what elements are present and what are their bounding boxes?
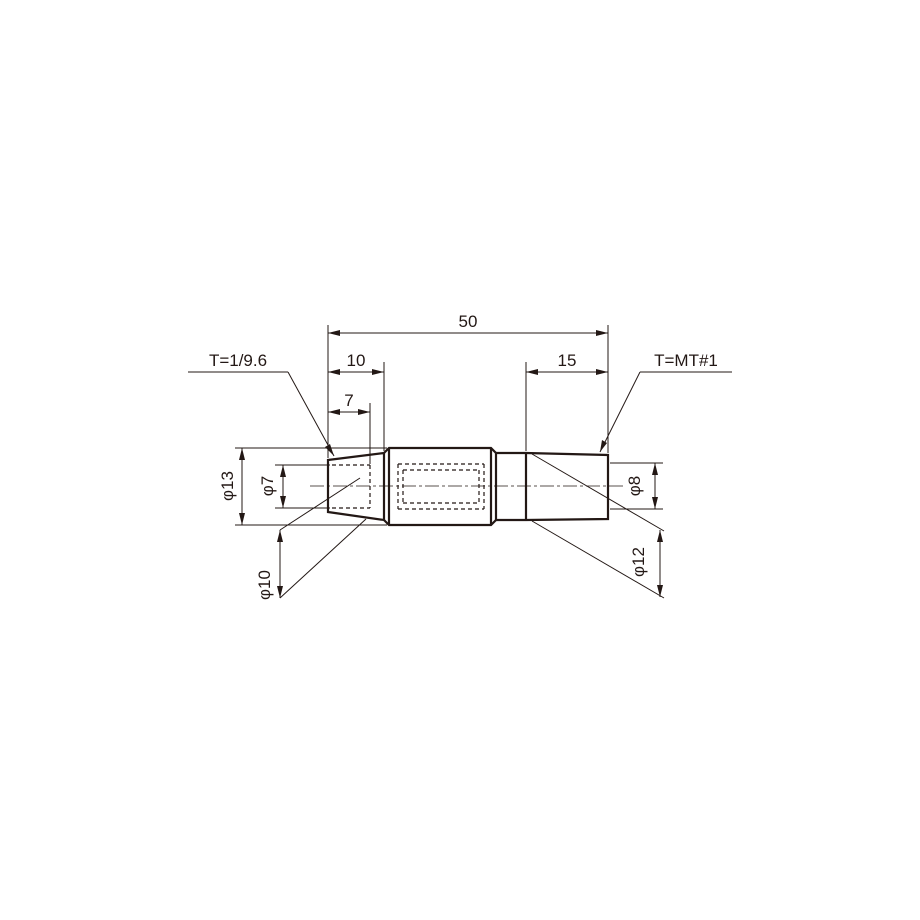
extension-lines (235, 325, 663, 526)
dimension-lines (239, 330, 665, 599)
dim-diameter-10: φ10 (255, 570, 274, 600)
note-right-taper: T=MT#1 (654, 351, 718, 370)
dim-right-taper-length: 15 (558, 351, 577, 370)
hidden-lines (332, 463, 485, 510)
dim-diameter-12: φ12 (629, 547, 648, 577)
part-outline (326, 446, 610, 527)
leader-lines (188, 371, 732, 457)
dim-diameter-13: φ13 (218, 471, 237, 501)
note-left-taper: T=1/9.6 (209, 351, 267, 370)
dim-diameter-8: φ8 (625, 476, 644, 496)
dim-diameter-7: φ7 (258, 476, 277, 496)
dim-overall-length: 50 (459, 312, 478, 331)
dim-left-bore-depth: 7 (344, 391, 353, 410)
dim-left-taper-length: 10 (347, 351, 366, 370)
labels: 50 10 7 15 T=1/9.6 T=MT#1 φ13 φ7 φ10 φ8 … (209, 312, 718, 600)
